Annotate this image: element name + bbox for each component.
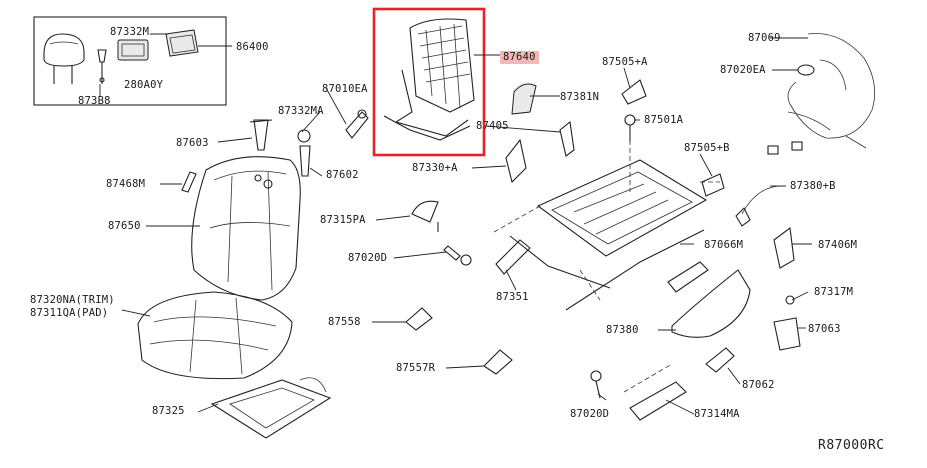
diagram-reference: R87000RC <box>818 438 885 453</box>
leader-lines <box>121 37 812 415</box>
label-87320na[interactable]: 87320NA(TRIM) <box>30 294 115 306</box>
highlight-frame <box>372 7 486 157</box>
seat-frame-icon <box>493 140 720 311</box>
cover-right-icon <box>773 226 795 269</box>
label-87317m[interactable]: 87317M <box>814 286 854 298</box>
label-87020ea[interactable]: 87020EA <box>720 64 766 76</box>
label-87505b[interactable]: 87505+B <box>684 142 730 154</box>
label-87066m[interactable]: 87066M <box>704 239 744 251</box>
label-87069[interactable]: 87069 <box>748 32 781 44</box>
seatback-frame-icon <box>383 18 500 141</box>
label-87020d-top[interactable]: 87020D <box>348 252 388 264</box>
clip-87558-icon <box>405 307 433 331</box>
knob-icon <box>345 109 369 139</box>
bolt-icon <box>624 114 636 142</box>
cable-icon <box>735 185 787 227</box>
label-87314ma[interactable]: 87314MA <box>694 408 740 420</box>
pin-icon <box>249 119 273 151</box>
module-icon <box>117 39 149 61</box>
side-shield-icon <box>671 269 751 338</box>
label-280a0y[interactable]: 280A0Y <box>124 79 164 91</box>
seatback-pad-icon <box>191 156 301 301</box>
trim-icon <box>667 261 709 293</box>
hook-icon <box>181 171 197 193</box>
label-87505a[interactable]: 87505+A <box>602 56 648 68</box>
knob-small-icon <box>705 347 735 373</box>
label-87311qa[interactable]: 87311QA(PAD) <box>30 307 109 319</box>
label-87603[interactable]: 87603 <box>176 137 209 149</box>
cover-icon <box>511 83 537 115</box>
label-873b8[interactable]: 873B8 <box>78 95 111 107</box>
clip-icon <box>785 295 795 305</box>
label-87650[interactable]: 87650 <box>108 220 141 232</box>
rail-cover-bottom-icon <box>623 363 687 421</box>
label-87406m[interactable]: 87406M <box>818 239 858 251</box>
label-87332m[interactable]: 87332M <box>110 26 150 38</box>
label-87351[interactable]: 87351 <box>496 291 529 303</box>
label-87063[interactable]: 87063 <box>808 323 841 335</box>
label-87380[interactable]: 87380 <box>606 324 639 336</box>
cover-plate-icon <box>165 29 199 57</box>
finisher-icon <box>559 120 575 157</box>
bracket-b-icon <box>701 173 725 197</box>
escutcheon-icon <box>297 129 311 143</box>
label-87062[interactable]: 87062 <box>742 379 775 391</box>
cushion-panel-icon <box>210 377 332 439</box>
seat-cushion-icon <box>137 291 293 380</box>
label-87558[interactable]: 87558 <box>328 316 361 328</box>
rail-cover-icon <box>495 239 531 275</box>
label-87640[interactable]: 87640 <box>500 51 539 64</box>
side-cover-icon <box>505 138 527 184</box>
label-87381n[interactable]: 87381N <box>560 91 600 103</box>
guide-lock-icon <box>299 145 311 177</box>
bracket-icon <box>621 79 647 105</box>
headrest-icon <box>43 33 85 84</box>
label-87010ea[interactable]: 87010EA <box>322 83 368 95</box>
harness-icon <box>767 33 876 155</box>
label-87468m[interactable]: 87468M <box>106 178 146 190</box>
switch-icon <box>773 317 801 351</box>
label-87330a[interactable]: 87330+A <box>412 162 458 174</box>
label-87325[interactable]: 87325 <box>152 405 185 417</box>
bolt-bottom-icon <box>590 370 602 399</box>
label-87405[interactable]: 87405 <box>476 120 509 132</box>
label-87020d-bottom[interactable]: 87020D <box>570 408 610 420</box>
label-87332ma[interactable]: 87332MA <box>278 105 324 117</box>
screw-icon <box>443 245 472 266</box>
label-87557r[interactable]: 87557R <box>396 362 436 374</box>
headrest-kit-box <box>33 16 227 106</box>
guide-icon <box>97 49 107 84</box>
lever-icon <box>411 200 439 232</box>
label-86400[interactable]: 86400 <box>236 41 269 53</box>
label-87315pa[interactable]: 87315PA <box>320 214 366 226</box>
clip-ring-icon <box>797 64 815 76</box>
clip-87557r-icon <box>483 349 513 375</box>
label-87380b[interactable]: 87380+B <box>790 180 836 192</box>
label-87602[interactable]: 87602 <box>326 169 359 181</box>
label-87501a[interactable]: 87501A <box>644 114 684 126</box>
